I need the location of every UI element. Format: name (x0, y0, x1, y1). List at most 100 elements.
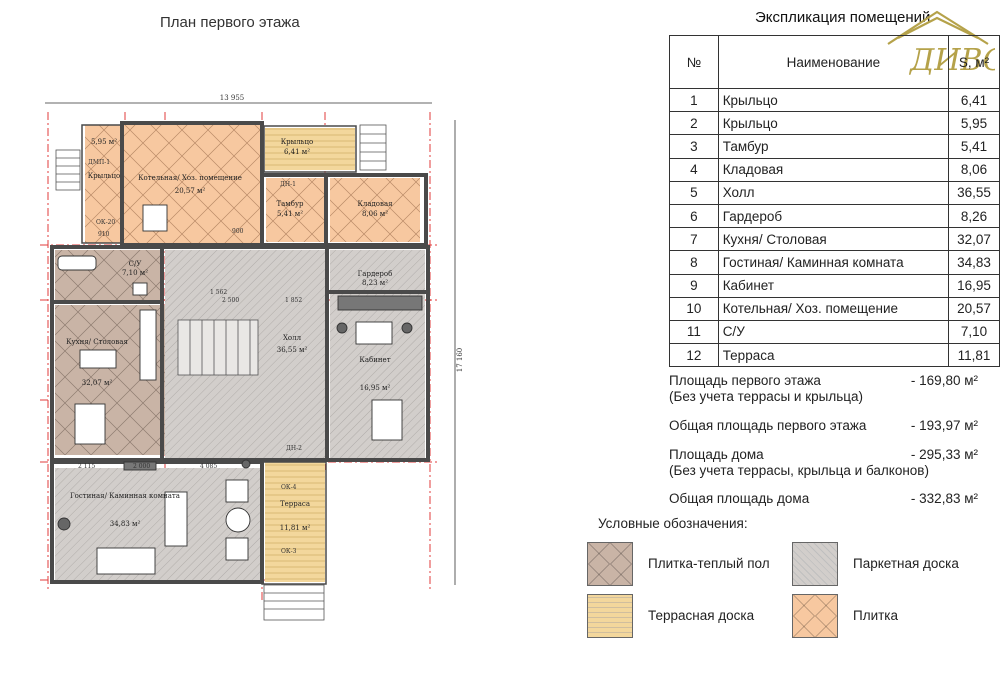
label-wc-area: 7,10 м² (122, 269, 148, 277)
bathtub (57, 255, 97, 271)
legend-label-parquet: Паркетная доска (853, 556, 959, 571)
dim-2500: 2 500 (222, 297, 239, 304)
label-office-area: 16,95 м² (360, 384, 391, 392)
col-area-header: S, м² (948, 35, 1000, 89)
row-name: Гардероб (717, 203, 950, 229)
house-area-label-line2: (Без учета террасы, крыльца и балконов) (669, 463, 929, 478)
kitchen-island (79, 349, 117, 369)
label-wc-name: С/У (129, 260, 142, 268)
fireplace (123, 461, 157, 471)
row-area: 5,95 (948, 111, 1000, 136)
kitchen-counter (139, 309, 157, 381)
row-area: 36,55 (948, 180, 1000, 205)
row-area: 8,06 (948, 157, 1000, 182)
legend-label-tile-heated: Плитка-теплый пол (648, 556, 770, 571)
dim-910: 910 (98, 231, 110, 238)
row-number: 8 (669, 250, 719, 275)
legend-label-tile: Плитка (853, 608, 899, 623)
row-area: 32,07 (948, 227, 1000, 252)
label-boiler-area: 20,57 м² (175, 187, 206, 195)
label-wardrobe-area: 8,23 м² (362, 279, 388, 287)
house-total-label: Общая площадь дома (669, 491, 810, 506)
row-number: 2 (669, 111, 719, 136)
row-name: Холл (717, 180, 950, 205)
row-area: 34,83 (948, 250, 1000, 275)
house-area-label: Площадь дома (Без учета террасы, крыльца… (669, 447, 929, 479)
marker-dn2: ДН-2 (286, 445, 302, 452)
row-area: 7,10 (948, 319, 1000, 345)
coffee-table (225, 507, 251, 533)
row-name: Кабинет (717, 273, 950, 298)
row-area: 20,57 (948, 296, 1000, 321)
table-header-row: № Наименование S, м² (669, 35, 1000, 89)
label-terrace-name: Терраса (280, 500, 310, 508)
dim-1852: 1 852 (285, 297, 302, 304)
plan-title: План первого этажа (160, 14, 300, 31)
label-porch-top-area: 6,41 м² (284, 148, 310, 156)
dim-2115: 2 115 (78, 463, 95, 470)
first-floor-area-label: Площадь первого этажа (Без учета террасы… (669, 373, 863, 405)
row-number: 10 (669, 296, 719, 321)
dining-table (74, 403, 106, 445)
row-area: 11,81 (948, 343, 1000, 368)
row-number: 4 (669, 157, 719, 182)
floor-plan: 13 955 17 160 (40, 94, 464, 621)
furniture (57, 204, 423, 575)
label-storage-name: Кладовая (357, 200, 393, 208)
col-name-header: Наименование (717, 35, 950, 89)
wardrobe-rack (337, 295, 423, 311)
house-area-label-line1: Площадь дома (669, 447, 764, 462)
legend-title: Условные обозначения: (598, 516, 748, 531)
room-terrace (265, 462, 325, 582)
armchair-2 (225, 537, 249, 561)
row-name: Котельная/ Хоз. помещение (717, 296, 950, 321)
row-area: 16,95 (948, 273, 1000, 298)
label-terrace-area: 11,81 м² (280, 524, 311, 532)
row-number: 11 (669, 319, 719, 345)
legend-swatch-tile (792, 594, 838, 638)
marker-dn1: ДН-1 (280, 181, 296, 188)
label-hall-area: 36,55 м² (277, 346, 308, 354)
dim-4085: 4 085 (200, 463, 217, 470)
room-porch-top (265, 128, 355, 170)
row-area: 5,41 (948, 134, 1000, 159)
label-porch-top-name: Крыльцо (281, 138, 313, 146)
label-living-area: 34,83 м² (110, 520, 141, 528)
room-wardrobe (330, 250, 425, 290)
room-storage (330, 178, 420, 242)
legend-swatch-tile-heated (587, 542, 633, 586)
row-number: 7 (669, 227, 719, 252)
office-desk (371, 399, 403, 441)
label-living-name: Гостиная/ Каминная комната (70, 492, 180, 500)
explication-title: Экспликация помещений (755, 9, 931, 26)
label-wardrobe-name: Гардероб (358, 270, 393, 278)
dim-1562: 1 562 (210, 289, 227, 296)
first-floor-area-label-line1: Площадь первого этажа (669, 373, 821, 388)
dim-900-a: 900 (232, 228, 244, 235)
first-floor-total-label: Общая площадь первого этажа (669, 418, 867, 433)
row-number: 3 (669, 134, 719, 159)
first-floor-total-value: - 193,97 м² (910, 418, 978, 433)
row-area: 8,26 (948, 203, 1000, 229)
label-kitchen-area: 32,07 м² (82, 379, 113, 387)
label-boiler-name: Котельная/ Хоз. помещение (138, 174, 242, 182)
row-number: 9 (669, 273, 719, 298)
label-kitchen-name: Кухня/ Столовая (66, 338, 128, 346)
stairs (55, 124, 387, 621)
room-porch-left (85, 125, 125, 243)
living-sofa-2 (96, 547, 156, 575)
row-name: Тамбур (717, 134, 950, 159)
first-floor-area-value: - 169,80 м² (910, 373, 978, 388)
row-name: Крыльцо (717, 111, 950, 136)
label-porch-left-area: 5,95 м² (91, 138, 117, 146)
first-floor-area-label-line2: (Без учета террасы и крыльца) (669, 389, 863, 404)
logo-roof-icon (887, 10, 989, 45)
